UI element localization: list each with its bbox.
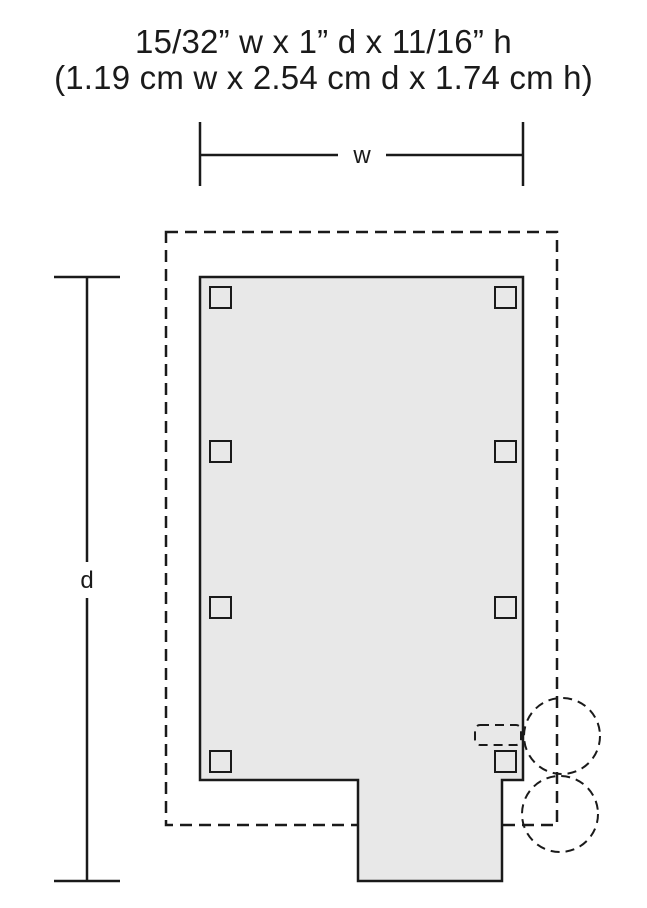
pin-pad: [494, 596, 517, 619]
width-label: w: [352, 142, 371, 169]
width-dimension: [198, 122, 525, 186]
lever-circle-upper: [523, 697, 601, 775]
pin-pad: [494, 440, 517, 463]
dimensions-title: 15/32” w x 1” d x 11/16” h (1.19 cm w x …: [0, 24, 647, 96]
component-body: [198, 275, 525, 883]
pin-group: [209, 286, 517, 773]
pin-pad: [209, 440, 232, 463]
pin-pad: [209, 750, 232, 773]
lever-detail: [474, 697, 601, 853]
title-imperial: 15/32” w x 1” d x 11/16” h: [135, 23, 512, 60]
pin-pad: [494, 750, 517, 773]
pin-pad: [494, 286, 517, 309]
lever-slot: [474, 724, 522, 746]
depth-dimension: [54, 275, 120, 883]
pin-pad: [209, 286, 232, 309]
title-metric: (1.19 cm w x 2.54 cm d x 1.74 cm h): [54, 59, 593, 96]
depth-label: d: [80, 567, 93, 594]
pin-pad: [209, 596, 232, 619]
lever-circle-lower: [521, 775, 599, 853]
